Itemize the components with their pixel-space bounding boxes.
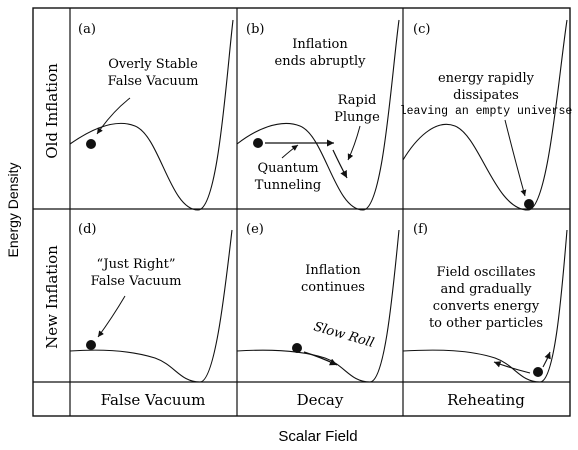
field-ball: [253, 138, 263, 148]
oscillation-arrow-right: [542, 351, 551, 368]
row-label-new-inflation: New Inflation: [43, 245, 61, 349]
panel-text-line: Inflation: [305, 263, 361, 278]
potential-curve: [236, 19, 400, 211]
oscillation-arrow-left: [493, 361, 531, 374]
panel-text-line: to other particles: [429, 316, 543, 331]
panel-text-line: Field oscillates: [436, 265, 535, 280]
panel-text-line: Overly Stable: [108, 57, 198, 72]
panel-tag: (d): [78, 222, 96, 237]
panel-text-line: leaving an empty universe: [400, 105, 573, 118]
panel-b: (b) Inflation ends abruptly Rapid Plunge…: [236, 19, 400, 211]
quantum-tunneling-label: Tunneling: [255, 178, 322, 193]
panel-f: (f) Field oscillates and gradually conve…: [402, 222, 568, 383]
potential-curve: [402, 229, 568, 383]
panel-c: (c) energy rapidly dissipates leaving an…: [400, 19, 573, 211]
panel-text-line: continues: [301, 280, 365, 295]
panel-tag: (b): [246, 22, 264, 37]
panel-tag: (e): [246, 222, 264, 237]
panel-text-line: and gradually: [441, 282, 533, 297]
field-ball: [524, 199, 534, 209]
field-ball: [86, 340, 96, 350]
panel-a: (a) Overly Stable False Vacuum: [69, 19, 234, 211]
panel-text-line: dissipates: [453, 88, 519, 103]
annotation-arrow: [96, 97, 131, 135]
panel-text-line: energy rapidly: [438, 71, 535, 86]
field-ball: [86, 139, 96, 149]
rapid-plunge-label: Plunge: [334, 110, 380, 125]
slow-roll-arrow: [303, 351, 338, 366]
potential-curve: [402, 19, 568, 211]
quantum-tunneling-label: Quantum: [257, 161, 318, 176]
panel-tag: (c): [413, 22, 430, 37]
plunge-pointer-arrow: [347, 125, 361, 161]
column-label-decay: Decay: [297, 391, 344, 409]
annotation-arrow: [504, 119, 527, 197]
panel-e: (e) Inflation continues Slow Roll: [236, 222, 400, 383]
panel-text-line: False Vacuum: [91, 274, 182, 289]
field-ball: [533, 367, 543, 377]
y-axis-label: Energy Density: [5, 163, 21, 258]
x-axis-label: Scalar Field: [278, 428, 357, 445]
panel-text-line: ends abruptly: [275, 54, 367, 69]
slow-roll-label: Slow Roll: [312, 319, 376, 351]
annotation-arrow: [97, 295, 126, 338]
panel-tag: (f): [413, 222, 428, 237]
panel-text-line: Inflation: [292, 37, 348, 52]
rapid-plunge-label: Rapid: [338, 93, 377, 108]
panel-text-line: converts energy: [433, 299, 540, 314]
tunneling-pointer-arrow: [281, 144, 299, 159]
panel-text-line: “Just Right”: [96, 257, 175, 272]
column-label-false-vacuum: False Vacuum: [101, 391, 206, 409]
panel-text-line: False Vacuum: [108, 74, 199, 89]
column-label-reheating: Reheating: [447, 391, 525, 409]
outer-frame: [32, 7, 571, 417]
panel-tag: (a): [78, 22, 96, 37]
potential-curve: [69, 229, 233, 383]
potential-curve: [69, 19, 234, 211]
field-ball: [292, 343, 302, 353]
row-label-old-inflation: Old Inflation: [43, 63, 61, 159]
panel-d: (d) “Just Right” False Vacuum: [69, 222, 233, 383]
potential-curve: [236, 229, 400, 383]
plunge-arrow: [332, 149, 348, 179]
